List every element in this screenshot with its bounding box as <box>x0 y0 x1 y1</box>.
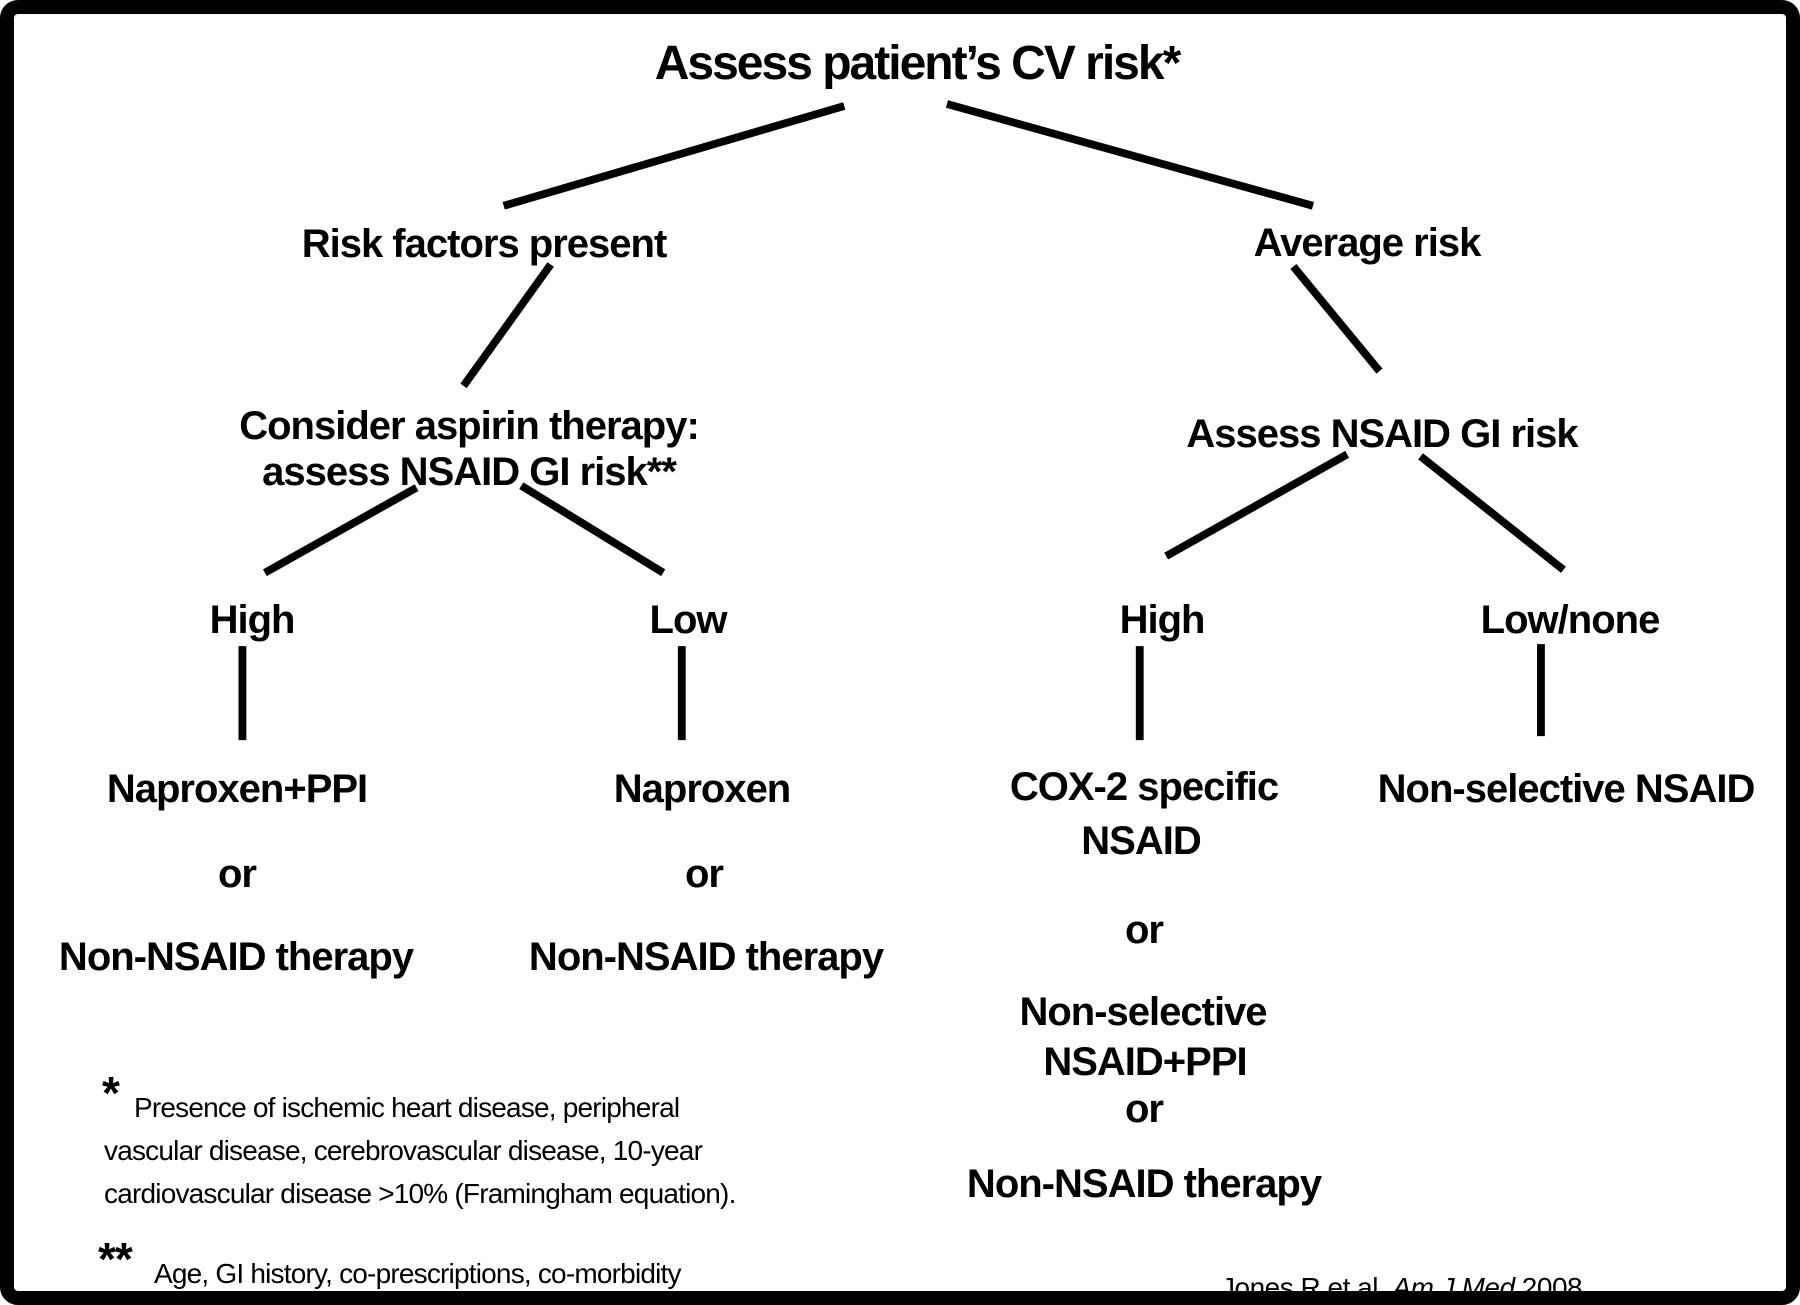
citation: Jones R et al. Am J Med 2008. <box>1221 1272 1590 1303</box>
outcome-non-nsaid-left-high: Non-NSAID therapy <box>58 935 414 979</box>
citation-journal: Am J Med <box>1392 1272 1515 1303</box>
node-consider-aspirin-line1: Consider aspirin therapy: <box>239 404 700 448</box>
outcome-non-nsaid-left-low: Non-NSAID therapy <box>528 935 884 979</box>
outcome-non-nsaid-right: Non-NSAID therapy <box>966 1162 1322 1206</box>
node-gi-high-right: High <box>1119 598 1206 642</box>
tree-edges <box>238 100 1566 741</box>
node-gi-low-left: Low <box>649 598 728 642</box>
edge-risk-factors-to-aspirin <box>460 262 554 389</box>
connector-or-right-1: or <box>1125 908 1164 952</box>
footnote1-line3: cardiovascular disease >10% (Framingham … <box>104 1178 736 1209</box>
footnote1-line1: Presence of ischemic heart disease, peri… <box>134 1092 680 1123</box>
citation-authors: Jones R et al. <box>1221 1272 1393 1303</box>
node-assess-nsaid-gi-risk: Assess NSAID GI risk <box>1186 412 1578 456</box>
footnote1-line2: vascular disease, cerebrovascular diseas… <box>104 1135 703 1166</box>
node-gi-high-left: High <box>209 598 296 642</box>
connector-or-right-2: or <box>1125 1087 1164 1131</box>
outcome-nonselective-nsaid: Non-selective NSAID <box>1377 767 1756 811</box>
edge-average-to-assess-gi <box>1290 263 1383 374</box>
node-average-risk: Average risk <box>1253 221 1482 265</box>
outcome-nonselective-line1: Non-selective <box>1019 990 1267 1034</box>
footnote1-asterisk: * <box>102 1067 120 1119</box>
edge-aspirin-to-low-left <box>519 482 666 577</box>
node-gi-low-none: Low/none <box>1480 598 1661 642</box>
node-root-cv-risk: Assess patient’s CV risk* <box>654 37 1181 90</box>
outcome-naproxen-ppi: Naproxen+PPI <box>106 767 368 811</box>
edge-root-to-risk-factors <box>502 102 846 210</box>
node-risk-factors-present: Risk factors present <box>301 222 668 266</box>
outcome-nonselective-line2: NSAID+PPI <box>1043 1040 1247 1084</box>
connector-or-left-high: or <box>218 852 257 896</box>
connector-or-left-low: or <box>685 852 724 896</box>
edge-assess-gi-to-low-none <box>1418 453 1566 573</box>
edge-root-to-average-risk <box>945 100 1314 210</box>
outcome-cox2-line2: NSAID <box>1081 819 1201 863</box>
footnote2-asterisk: ** <box>98 1233 133 1285</box>
edge-assess-gi-to-high-right <box>1164 450 1350 560</box>
citation-year: 2008. <box>1514 1272 1590 1303</box>
outcome-cox2-line1: COX-2 specific <box>1009 765 1279 809</box>
footnote2-text: Age, GI history, co-prescriptions, co-mo… <box>154 1258 682 1289</box>
edge-aspirin-to-high-left <box>263 484 419 577</box>
node-consider-aspirin-line2: assess NSAID GI risk** <box>262 450 677 494</box>
outcome-naproxen: Naproxen <box>613 767 791 811</box>
